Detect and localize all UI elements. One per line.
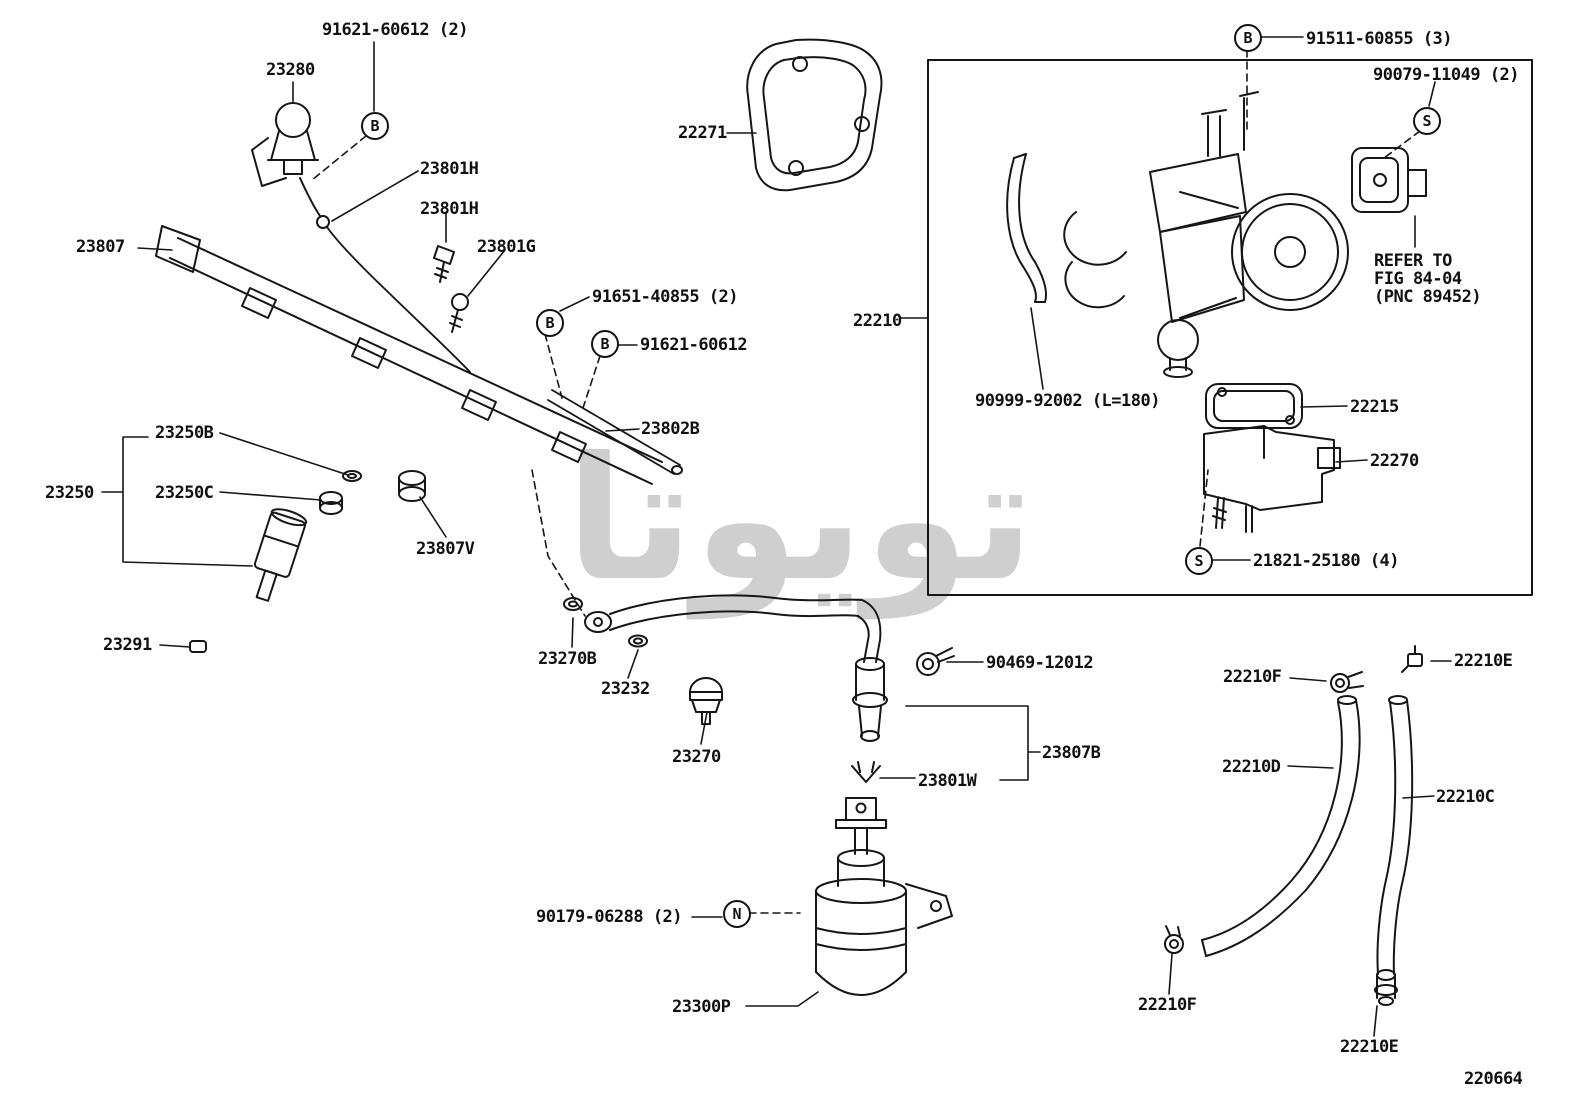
label-23250: 23250 (45, 483, 94, 503)
label-23801g: 23801G (477, 237, 536, 257)
label-22271: 22271 (678, 123, 727, 143)
label-91621-60612-mid: 91621-60612 (640, 335, 748, 355)
marker-s-sensor: S (1413, 107, 1441, 135)
label-23270: 23270 (672, 747, 721, 767)
label-23270b: 23270B (538, 649, 597, 669)
label-23250c: 23250C (155, 483, 214, 503)
label-22210f-1: 22210F (1223, 667, 1282, 687)
figure-code: 220664 (1464, 1069, 1523, 1089)
marker-b-rail-2: B (591, 330, 619, 358)
label-refer-line2: FIG 84-04 (1374, 269, 1462, 289)
label-23250b: 23250B (155, 423, 214, 443)
throttle-body-art (1006, 91, 1427, 533)
label-91651-40855: 91651-40855 (2) (592, 287, 739, 307)
label-refer-line3: (PNC 89452) (1374, 287, 1482, 307)
label-23291: 23291 (103, 635, 152, 655)
label-23280: 23280 (266, 60, 315, 80)
label-22210d: 22210D (1222, 757, 1281, 777)
label-22210: 22210 (853, 311, 902, 331)
label-22210f-2: 22210F (1138, 995, 1197, 1015)
fuel-filter-art (815, 797, 953, 996)
bolt-art (433, 245, 469, 333)
pressure-regulator-art (251, 102, 471, 373)
label-23807b: 23807B (1042, 743, 1101, 763)
detail-box (927, 59, 1533, 596)
label-90079-11049: 90079-11049 (2) (1373, 65, 1520, 85)
marker-b-throttle: B (1234, 24, 1262, 52)
marker-b-regulator: B (361, 112, 389, 140)
label-23232: 23232 (601, 679, 650, 699)
label-21821-25180: 21821-25180 (4) (1253, 551, 1400, 571)
fuel-rail-art (155, 225, 683, 485)
label-90999-92002: 90999-92002 (L=180) (975, 391, 1160, 411)
label-23300p: 23300P (672, 997, 731, 1017)
label-23807: 23807 (76, 237, 125, 257)
marker-s-valve: S (1185, 547, 1213, 575)
label-91621-60612-top: 91621-60612 (2) (322, 20, 469, 40)
label-22210e-2: 22210E (1340, 1037, 1399, 1057)
label-91511-60855: 91511-60855 (3) (1306, 29, 1453, 49)
label-22210c: 22210C (1436, 787, 1495, 807)
vacuum-hoses-art (1164, 645, 1423, 1006)
label-22210e-1: 22210E (1454, 651, 1513, 671)
injector-art (189, 470, 426, 653)
label-22215: 22215 (1350, 397, 1399, 417)
label-23807v: 23807V (416, 539, 475, 559)
label-22270: 22270 (1370, 451, 1419, 471)
label-refer-line1: REFER TO (1374, 251, 1452, 271)
label-23801h-2: 23801H (420, 199, 479, 219)
marker-b-rail-1: B (536, 309, 564, 337)
label-23801w: 23801W (918, 771, 977, 791)
label-90469-12012: 90469-12012 (986, 653, 1094, 673)
label-90179-06288: 90179-06288 (2) (536, 907, 683, 927)
gasket-22271-art (746, 38, 883, 192)
leader-lines (101, 36, 1452, 1037)
dashed-leader-lines (311, 49, 1421, 914)
label-23802b: 23802B (641, 419, 700, 439)
label-23801h-1: 23801H (420, 159, 479, 179)
marker-n-filter: N (723, 900, 751, 928)
fuel-hose-art (563, 594, 955, 783)
